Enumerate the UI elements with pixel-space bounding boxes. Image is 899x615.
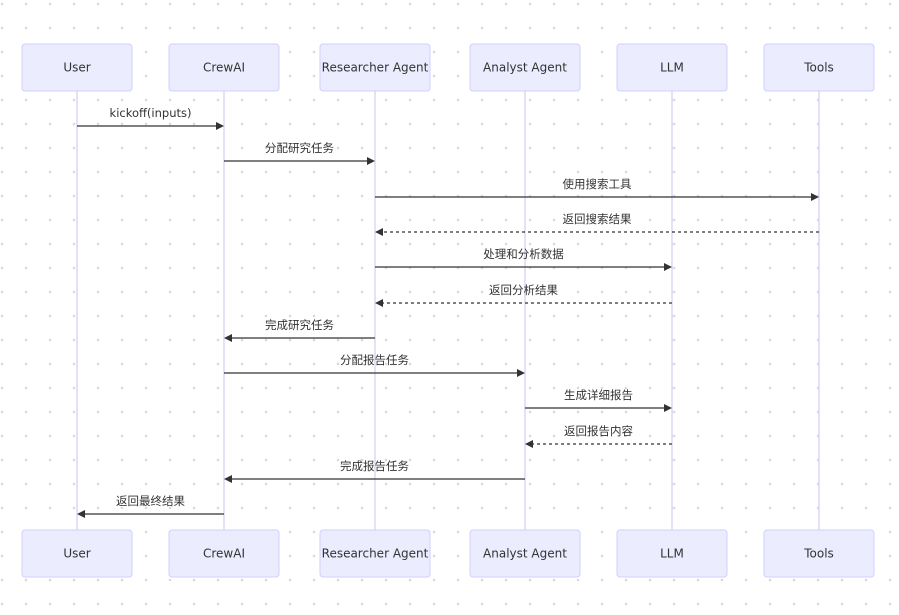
- message-label: 返回搜索结果: [563, 212, 632, 226]
- actor-crew-top: CrewAI: [168, 43, 280, 92]
- message-7: 完成研究任务: [224, 318, 375, 342]
- message-5: 处理和分析数据: [375, 247, 672, 271]
- actor-label: LLM: [660, 61, 684, 75]
- actor-researcher-top: Researcher Agent: [319, 43, 431, 92]
- arrowhead-icon: [525, 440, 533, 448]
- message-label: 分配报告任务: [340, 353, 409, 367]
- arrowhead-icon: [77, 510, 85, 518]
- message-9: 生成详细报告: [525, 388, 672, 412]
- message-1: kickoff(inputs): [77, 106, 224, 130]
- actor-label: Analyst Agent: [483, 61, 567, 75]
- message-label: 完成研究任务: [265, 318, 334, 332]
- actor-label: Researcher Agent: [322, 61, 429, 75]
- arrowhead-icon: [224, 475, 232, 483]
- actor-label: LLM: [660, 547, 684, 561]
- actor-tools-top: Tools: [763, 43, 875, 92]
- actor-label: Analyst Agent: [483, 547, 567, 561]
- actor-label: User: [63, 547, 90, 561]
- actor-label: Researcher Agent: [322, 547, 429, 561]
- actor-box: [469, 529, 581, 578]
- arrowhead-icon: [664, 404, 672, 412]
- actor-box: [616, 529, 728, 578]
- message-8: 分配报告任务: [224, 353, 525, 377]
- actor-box: [168, 529, 280, 578]
- message-12: 返回最终结果: [77, 494, 224, 518]
- arrowhead-icon: [664, 263, 672, 271]
- actor-label: Tools: [803, 547, 834, 561]
- message-label: 处理和分析数据: [483, 247, 564, 261]
- arrowhead-icon: [811, 193, 819, 201]
- actor-box: [319, 529, 431, 578]
- message-label: 返回最终结果: [116, 494, 185, 508]
- actor-user-bottom: User: [21, 529, 133, 578]
- actor-box: [763, 529, 875, 578]
- arrowhead-icon: [216, 122, 224, 130]
- actor-label: CrewAI: [203, 61, 245, 75]
- arrowhead-icon: [517, 369, 525, 377]
- message-6: 返回分析结果: [375, 283, 672, 307]
- actor-box: [763, 43, 875, 92]
- actor-crew-bottom: CrewAI: [168, 529, 280, 578]
- actor-box: [21, 529, 133, 578]
- actor-box: [469, 43, 581, 92]
- actor-llm-bottom: LLM: [616, 529, 728, 578]
- message-label: 分配研究任务: [265, 141, 334, 155]
- actor-user-top: User: [21, 43, 133, 92]
- message-10: 返回报告内容: [525, 424, 672, 448]
- message-label: kickoff(inputs): [110, 106, 192, 120]
- actor-label: User: [63, 61, 90, 75]
- message-3: 使用搜索工具: [375, 177, 819, 201]
- actor-box: [168, 43, 280, 92]
- message-label: 返回报告内容: [564, 424, 633, 438]
- actor-box: [319, 43, 431, 92]
- message-label: 生成详细报告: [564, 388, 633, 402]
- arrowhead-icon: [375, 228, 383, 236]
- arrowhead-icon: [367, 157, 375, 165]
- actor-analyst-top: Analyst Agent: [469, 43, 581, 92]
- actor-box: [616, 43, 728, 92]
- message-label: 使用搜索工具: [563, 177, 632, 191]
- message-label: 完成报告任务: [340, 459, 409, 473]
- message-4: 返回搜索结果: [375, 212, 819, 236]
- message-2: 分配研究任务: [224, 141, 375, 165]
- message-label: 返回分析结果: [489, 283, 558, 297]
- actor-label: CrewAI: [203, 547, 245, 561]
- arrowhead-icon: [224, 334, 232, 342]
- actor-label: Tools: [803, 61, 834, 75]
- message-11: 完成报告任务: [224, 459, 525, 483]
- actor-llm-top: LLM: [616, 43, 728, 92]
- actor-analyst-bottom: Analyst Agent: [469, 529, 581, 578]
- actor-box: [21, 43, 133, 92]
- actor-researcher-bottom: Researcher Agent: [319, 529, 431, 578]
- arrowhead-icon: [375, 299, 383, 307]
- actor-tools-bottom: Tools: [763, 529, 875, 578]
